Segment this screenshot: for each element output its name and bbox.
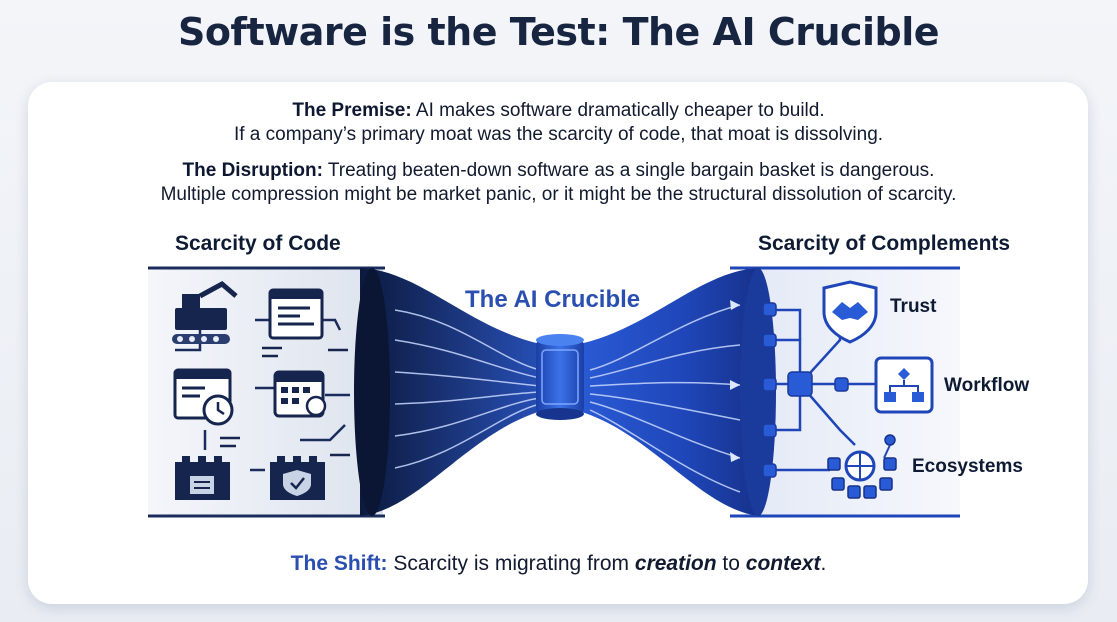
ecosystem-cubes-icon <box>827 434 897 499</box>
disruption-line-1: The Disruption: Treating beaten-down sof… <box>0 160 1117 182</box>
disruption-line-2: Multiple compression might be market pan… <box>160 184 957 205</box>
flow-arrowheads <box>730 300 740 462</box>
crucible-ring <box>536 334 584 420</box>
shift-statement: The Shift: Scarcity is migrating from cr… <box>0 552 1117 576</box>
page-title: Software is the Test: The AI Crucible <box>177 10 940 54</box>
small-lines-decor <box>220 346 350 457</box>
shift-middle: to <box>716 552 746 575</box>
right-funnel-rim <box>740 268 776 516</box>
handshake-icon <box>822 280 878 344</box>
ecosystems-label: Ecosystems <box>912 456 1023 477</box>
premise-line-2: If a company’s primary moat was the scar… <box>233 124 884 145</box>
factory-robot-icon <box>172 280 238 344</box>
premise-text-1: AI makes software dramatically cheaper t… <box>411 100 825 121</box>
workflow-icon <box>874 356 934 414</box>
disruption-label: The Disruption: <box>182 160 323 181</box>
right-heading: Scarcity of Complements <box>758 232 1011 255</box>
left-funnel <box>360 268 545 516</box>
shift-text-before: Scarcity is migrating from <box>387 552 635 575</box>
clock-window-icon <box>173 368 234 426</box>
premise-label: The Premise: <box>292 100 412 121</box>
trust-label: Trust <box>890 296 937 317</box>
code-window-icon <box>268 288 324 340</box>
right-funnel <box>575 268 760 516</box>
calendar-icon <box>273 370 327 418</box>
premise-line-1: The Premise: AI makes software dramatica… <box>0 100 1117 122</box>
shift-end: . <box>820 552 827 575</box>
left-funnel-rim <box>354 268 390 516</box>
shield-castle-icon <box>270 456 325 500</box>
workflow-label: Workflow <box>944 375 1030 396</box>
castle-icon <box>175 456 230 500</box>
shift-from: creation <box>634 552 717 575</box>
shift-label: The Shift: <box>290 552 388 575</box>
network-nodes <box>762 302 849 478</box>
flow-lines <box>394 304 741 493</box>
crucible-label: The AI Crucible <box>465 286 641 313</box>
left-heading: Scarcity of Code <box>175 232 341 255</box>
disruption-text-1: Treating beaten-down software as a singl… <box>322 160 935 181</box>
shift-to: context <box>745 552 821 575</box>
